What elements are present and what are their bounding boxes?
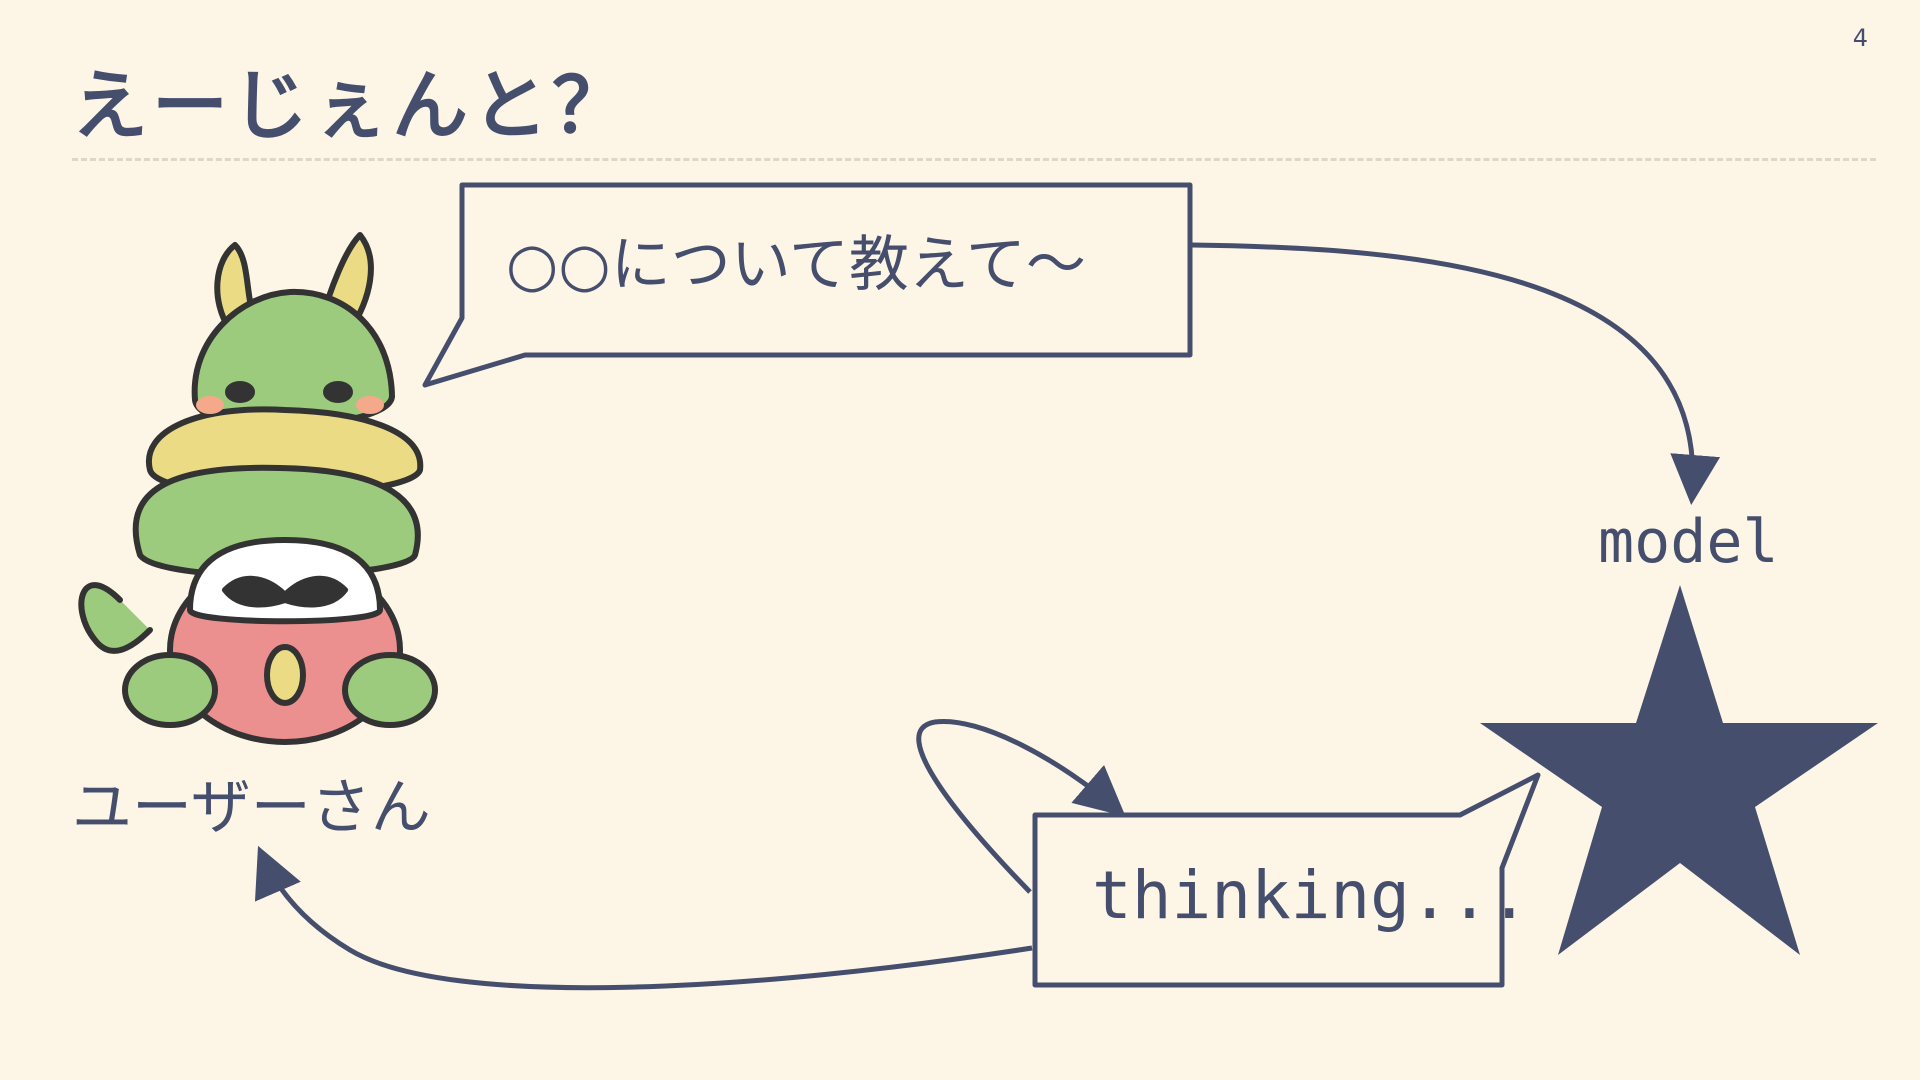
thinking-speech-bubble: thinking...	[1032, 772, 1541, 988]
page-number: 4	[1852, 24, 1868, 52]
arrow-response-to-user	[254, 845, 1033, 991]
user-speech-bubble: ○○について教えて〜	[422, 182, 1193, 388]
title-divider	[72, 158, 1876, 161]
model-label: model	[1598, 507, 1779, 577]
star-icon	[1480, 585, 1878, 955]
thinking-text: thinking...	[1092, 857, 1529, 934]
arrow-thinking-loop	[916, 718, 1126, 894]
arrow-request-to-model	[1191, 242, 1721, 505]
user-bubble-text: ○○について教えて〜	[506, 230, 1086, 300]
user-label: ユーザーさん	[72, 773, 431, 843]
slide-title: えーじぇんと？	[72, 61, 632, 150]
dragon-daruma-character-icon	[78, 232, 438, 745]
